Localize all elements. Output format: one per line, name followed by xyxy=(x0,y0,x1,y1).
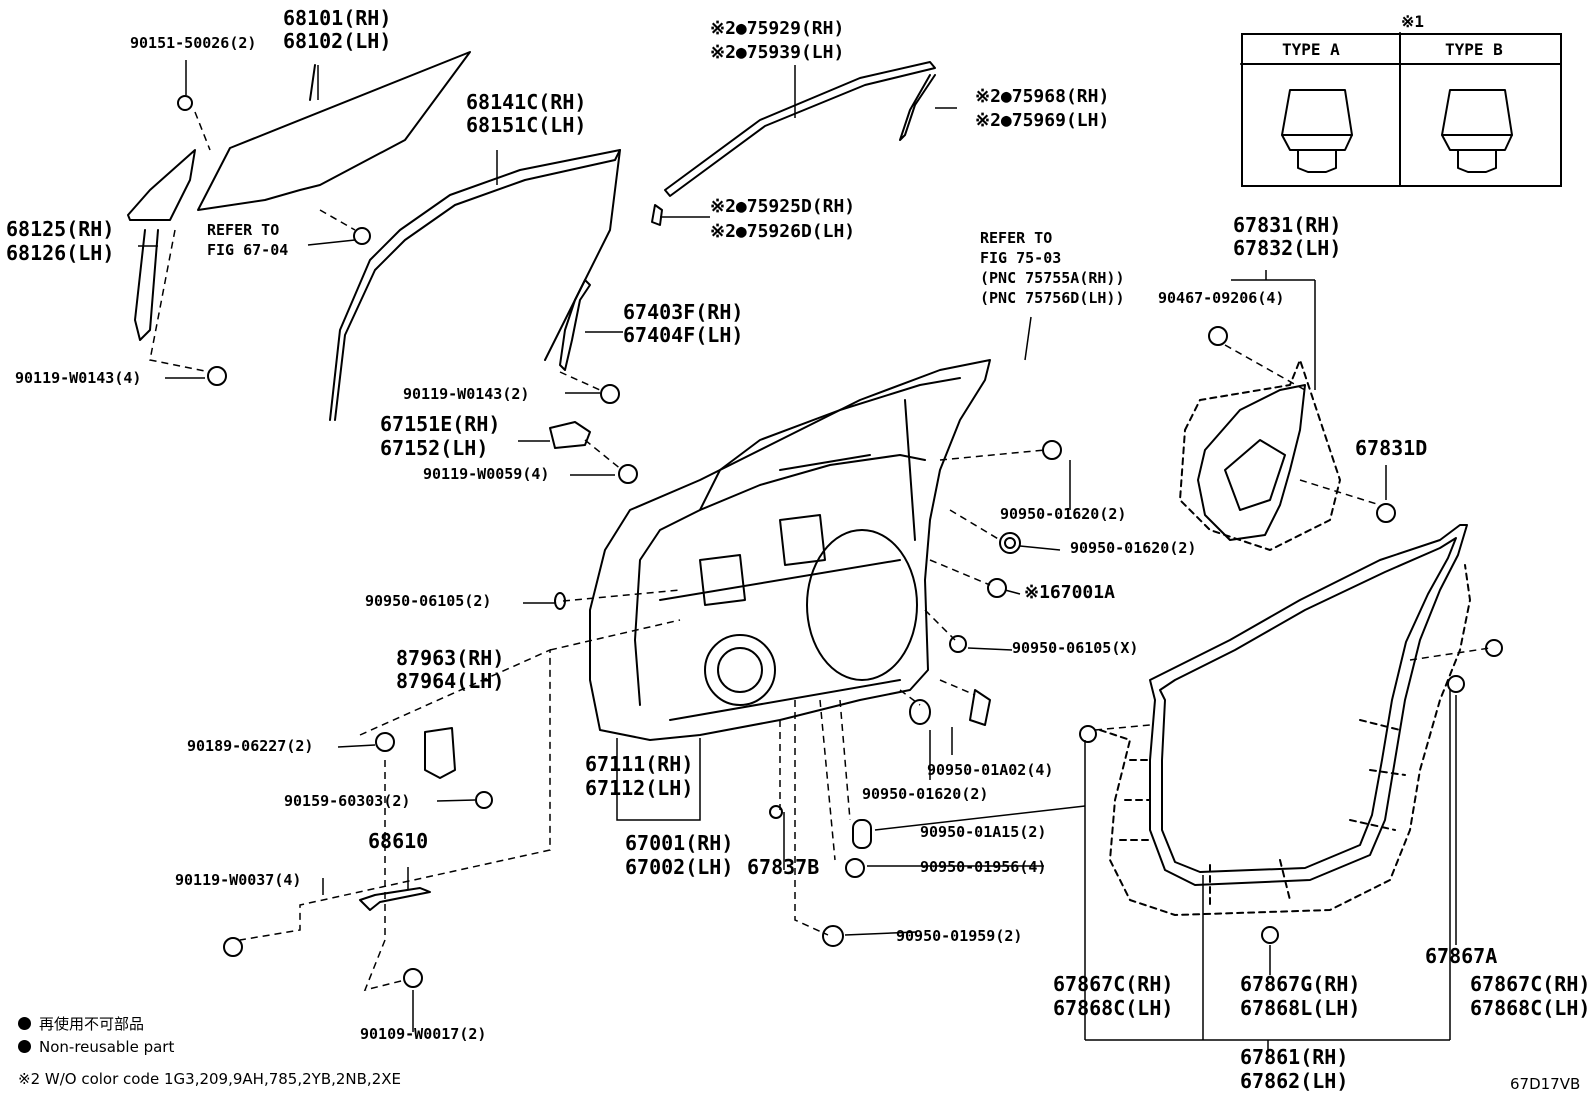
bullet-icon xyxy=(18,1040,31,1053)
part-label[interactable]: 90119-W0143(2) xyxy=(403,385,530,403)
part-label[interactable]: 90950-01956(4) xyxy=(920,858,1047,876)
part-label[interactable]: 90119-W0143(4) xyxy=(15,369,142,387)
part-label[interactable]: 90950-01620(2) xyxy=(1000,505,1127,523)
part-label[interactable]: 90119-W0059(4) xyxy=(423,465,550,483)
part-label[interactable]: 90119-W0037(4) xyxy=(175,871,302,889)
part-label[interactable]: 67403F(RH) xyxy=(623,300,744,324)
part-label[interactable]: 68126(LH) xyxy=(6,241,115,265)
part-label[interactable]: 90159-60303(2) xyxy=(284,792,411,810)
belt-moulding xyxy=(664,61,936,197)
part-label[interactable]: 67868C(LH) xyxy=(1470,996,1591,1020)
plug-2 xyxy=(999,532,1021,554)
part-label[interactable]: 67867C(RH) xyxy=(1470,972,1591,996)
part-label[interactable]: 67861(RH) xyxy=(1240,1045,1349,1069)
refer-label[interactable]: REFER TO xyxy=(980,229,1053,247)
type-a-label: TYPE A xyxy=(1282,40,1340,59)
part-label[interactable]: 67867A xyxy=(1425,944,1498,968)
part-label[interactable]: 68125(RH) xyxy=(6,217,115,241)
part-label[interactable]: 67152(LH) xyxy=(380,436,489,460)
part-label[interactable]: 87963(RH) xyxy=(396,646,505,670)
legend-nonreusable-jp: 再使用不可部品 xyxy=(18,1013,144,1034)
part-label[interactable]: 90189-06227(2) xyxy=(187,737,314,755)
legend-text: Non-reusable part xyxy=(39,1038,175,1056)
refer-label[interactable]: FIG 75-03 xyxy=(980,249,1062,267)
refer-label[interactable]: (PNC 75755A(RH)) xyxy=(980,269,1125,287)
part-label[interactable]: 67002(LH) xyxy=(625,855,734,879)
part-label[interactable]: 67831D xyxy=(1355,436,1428,460)
type-box-note: ※1 xyxy=(1401,12,1425,31)
part-label[interactable]: 90950-01620(2) xyxy=(862,785,989,803)
part-label[interactable]: 68102(LH) xyxy=(283,29,392,53)
part-label[interactable]: 67831(RH) xyxy=(1233,213,1342,237)
door-glass xyxy=(197,51,471,211)
door-weatherstrip xyxy=(1149,524,1468,886)
part-label[interactable]: 67862(LH) xyxy=(1240,1069,1349,1093)
part-label[interactable]: 90151-50026(2) xyxy=(130,34,257,52)
part-label[interactable]: 67868C(LH) xyxy=(1053,996,1174,1020)
part-label[interactable]: 90950-06105(2) xyxy=(365,592,492,610)
figure-code: 67D17VB xyxy=(1510,1075,1581,1093)
part-label[interactable]: 90109-W0017(2) xyxy=(360,1025,487,1043)
refer-label[interactable]: REFER TO xyxy=(207,221,280,239)
part-label[interactable]: 90950-01959(2) xyxy=(896,927,1023,945)
glass-run-channel xyxy=(329,149,621,421)
part-label[interactable]: 67404F(LH) xyxy=(623,323,744,347)
part-label[interactable]: 68101(RH) xyxy=(283,6,392,30)
part-label[interactable]: 90950-01A15(2) xyxy=(920,823,1047,841)
type-b-label: TYPE B xyxy=(1445,40,1503,59)
quarter-window xyxy=(127,149,196,221)
clip-type-a-icon xyxy=(1281,89,1353,173)
part-label[interactable]: 90950-01620(2) xyxy=(1070,539,1197,557)
refer-label[interactable]: FIG 67-04 xyxy=(207,241,289,259)
door-panel xyxy=(589,359,991,741)
part-label[interactable]: 68141C(RH) xyxy=(466,90,587,114)
legend-text: 再使用不可部品 xyxy=(39,1015,145,1033)
part-label[interactable]: ※167001A xyxy=(1024,582,1115,603)
part-label[interactable]: 67112(LH) xyxy=(585,776,694,800)
plug-1 xyxy=(1042,440,1062,460)
part-label[interactable]: 67868L(LH) xyxy=(1240,996,1361,1020)
part-label[interactable]: 68610 xyxy=(368,829,429,853)
hole-plug xyxy=(949,635,967,653)
part-label[interactable]: ※2●75926D(LH) xyxy=(710,221,856,242)
part-label[interactable]: 67001(RH) xyxy=(625,831,734,855)
part-label[interactable]: 67867G(RH) xyxy=(1240,972,1361,996)
part-label[interactable]: 68151C(LH) xyxy=(466,113,587,137)
refer-label[interactable]: (PNC 75756D(LH)) xyxy=(980,289,1125,307)
part-label[interactable]: 67111(RH) xyxy=(585,752,694,776)
part-label[interactable]: ※2●75968(RH) xyxy=(975,86,1110,107)
service-hole-cover xyxy=(1197,384,1306,541)
bullet-icon xyxy=(18,1017,31,1030)
part-label[interactable]: 90950-06105(X) xyxy=(1012,639,1139,657)
part-label[interactable]: 90467-09206(4) xyxy=(1158,289,1285,307)
part-label[interactable]: ※2●75969(LH) xyxy=(975,110,1110,131)
part-label[interactable]: 67837B xyxy=(747,855,820,879)
speaker-opening xyxy=(704,634,776,706)
part-label[interactable]: 87964(LH) xyxy=(396,669,505,693)
clip-type-b-icon xyxy=(1441,89,1513,173)
part-label[interactable]: 67151E(RH) xyxy=(380,412,501,436)
legend-note-2: ※2 W/O color code 1G3,209,9AH,785,2YB,2N… xyxy=(18,1070,401,1088)
part-label[interactable]: ※2●75929(RH) xyxy=(710,18,845,39)
part-label[interactable]: 67867C(RH) xyxy=(1053,972,1174,996)
part-label[interactable]: ※2●75925D(RH) xyxy=(710,196,856,217)
clip-type-box xyxy=(1241,33,1562,187)
part-label[interactable]: 67832(LH) xyxy=(1233,236,1342,260)
legend-nonreusable-en: Non-reusable part xyxy=(18,1038,174,1056)
part-label[interactable]: 90950-01A02(4) xyxy=(927,761,1054,779)
part-label[interactable]: ※2●75939(LH) xyxy=(710,42,845,63)
